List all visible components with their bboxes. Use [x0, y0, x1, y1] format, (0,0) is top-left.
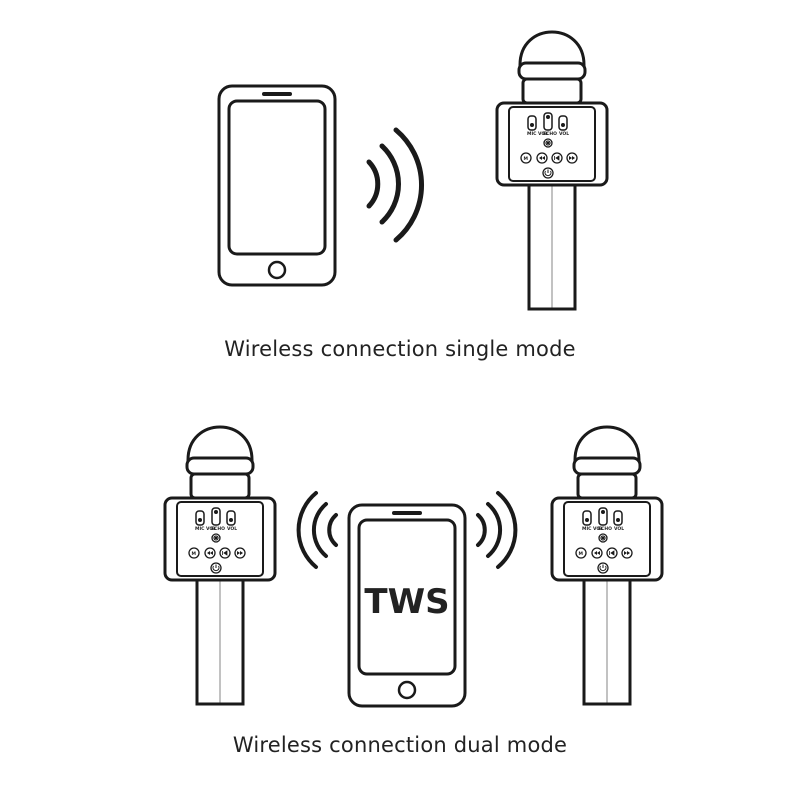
mode-button-label: M [579, 551, 584, 557]
vol-label: VOL [559, 131, 569, 137]
vol-label: VOL [227, 526, 237, 532]
wireless-signal-icon [366, 127, 425, 243]
mic-vol-label: MIC VOL [195, 526, 216, 532]
smartphone-icon: TWS [347, 503, 467, 708]
wireless-signal-icon [296, 491, 338, 569]
echo-label: ECHO [543, 131, 557, 137]
smartphone-icon [217, 84, 337, 287]
microphone-icon: MIC VOL ECHO VOL M [163, 425, 277, 706]
echo-label: ECHO [211, 526, 225, 532]
mode-button-label: M [524, 156, 529, 162]
microphone-icon: MIC VOL ECHO VOL M [495, 30, 609, 311]
echo-label: ECHO [598, 526, 612, 532]
mic-vol-label: MIC VOL [582, 526, 603, 532]
vol-label: VOL [614, 526, 624, 532]
mic-vol-label: MIC VOL [527, 131, 548, 137]
wireless-signal-icon [476, 491, 518, 569]
dual-mode-caption: Wireless connection dual mode [232, 733, 568, 757]
microphone-icon: MIC VOL ECHO VOL M [550, 425, 664, 706]
tws-label: TWS [364, 582, 449, 622]
single-mode-caption: Wireless connection single mode [224, 337, 576, 361]
mode-button-label: M [192, 551, 197, 557]
